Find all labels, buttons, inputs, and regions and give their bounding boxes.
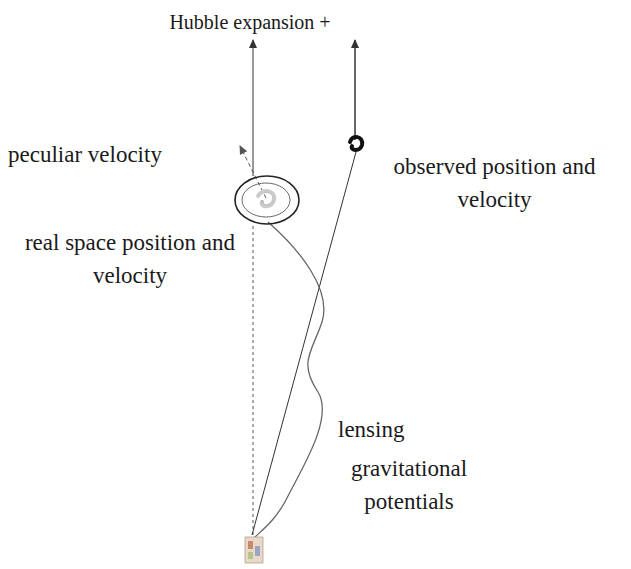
sightline — [253, 224, 254, 535]
annotation-label: peculiar velocity — [8, 138, 223, 171]
observer-icon — [248, 541, 253, 549]
lensed-ray — [254, 222, 324, 538]
observer-icon — [248, 552, 253, 559]
hubble-arrow — [253, 40, 254, 176]
galaxy-symbol — [258, 191, 274, 206]
annotation-label: lensing — [338, 413, 458, 446]
annotation-label: real space position and velocity — [15, 226, 245, 293]
annotation-label: observed position and velocity — [372, 150, 617, 217]
observer-icon — [245, 537, 263, 563]
real-galaxy-ring — [235, 176, 299, 224]
observer-icon — [255, 546, 260, 556]
hubble-arrow — [354, 40, 356, 140]
annotation-label: gravitational potentials — [334, 452, 484, 519]
annotation-label: Hubble expansion + — [130, 8, 370, 37]
real-galaxy-ring — [242, 183, 290, 217]
galaxy-symbol — [350, 137, 362, 150]
apparent-ray — [252, 152, 356, 535]
